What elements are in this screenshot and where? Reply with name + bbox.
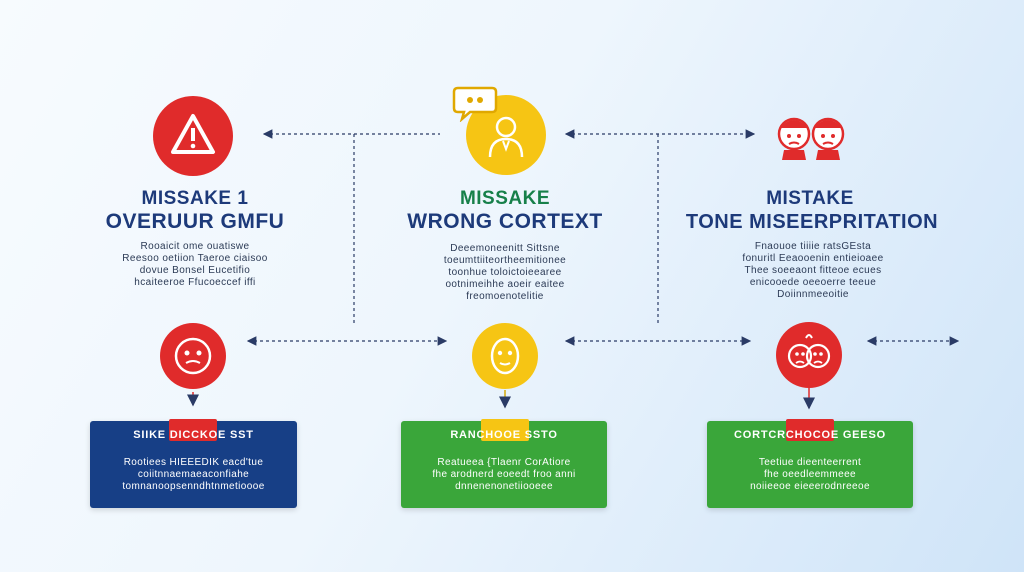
mistake-1-title-line1: MISSAKE 1 — [141, 188, 249, 209]
two-faces-icon — [777, 117, 845, 160]
sad-faces-icon — [787, 334, 831, 369]
box-line: tomnanoopsenndhtnmetioooe — [122, 481, 265, 492]
mistake-1-title-line2: OVERUUR GMFU — [105, 210, 285, 233]
face-icon-circle — [472, 323, 538, 389]
box-tab — [786, 419, 834, 441]
box-body: Reatueea {Tlaenr CorAtiore fhe arodnerd … — [409, 457, 599, 493]
desc-line: Thee soeeaont fitteoe ecues — [744, 265, 882, 276]
desc-line: Doiinnmeeoitie — [777, 289, 849, 300]
box-header: CORTCRCHOCOE GEESO — [734, 429, 886, 441]
box-line: fhe oeedleemmeee — [763, 469, 856, 480]
face-icon — [174, 337, 212, 375]
sad-faces-icon-circle — [776, 322, 842, 388]
mistake-2-description: Deeemoneenitt Sittsne toeumttiiteortheem… — [400, 243, 610, 303]
box-line: fhe arodnerd eoeedt froo anni — [432, 469, 576, 480]
mistake-1-description: Rooaicit ome ouatiswe Reesoo oetiion Tae… — [90, 241, 300, 289]
mistake-2-title-line2: WRONG CORTEXT — [407, 210, 603, 233]
box-line: coiitnnaemaeaconfiahe — [137, 469, 250, 480]
box-tab — [169, 419, 217, 441]
desc-line: freomoenotelitie — [466, 291, 544, 302]
desc-line: Rooaicit ome ouatiswe — [140, 241, 250, 252]
desc-line: dovue Bonsel Eucetifio — [139, 265, 251, 276]
box-line: Teetiue dieenteerrent — [758, 457, 862, 468]
desc-line: enicooede oeeoerre teeue — [749, 277, 877, 288]
desc-line: toonhue toloictoieearee — [448, 267, 562, 278]
mistake-3-solution-box: CORTCRCHOCOE GEESO Teetiue dieenteerrent… — [707, 419, 913, 508]
box-header: SIIKE DICCKOE SST — [133, 429, 254, 441]
box-line: Rootiees HIEEEDIK eacd'tue — [123, 457, 264, 468]
desc-line: Fnaouoe tiiiie ratsGEsta — [754, 241, 872, 252]
mistake-2-title-line1: MISSAKE — [459, 188, 551, 209]
box-body: Rootiees HIEEEDIK eacd'tue coiitnnaemaea… — [98, 457, 289, 493]
box-line: noiieeoe eieeerodnreeoe — [750, 481, 870, 492]
box-line: dnnenenonetiiooeee — [455, 481, 553, 492]
person-icon — [488, 116, 524, 158]
box-line: Reatueea {Tlaenr CorAtiore — [437, 457, 571, 468]
desc-line: toeumttiiteortheemitionee — [443, 255, 567, 266]
desc-line: Deeemoneenitt Sittsne — [450, 243, 560, 254]
desc-line: Reesoo oetiion Taeroe ciaisoo — [122, 253, 268, 264]
desc-line: ootnimeihhe aoeir eaitee — [445, 279, 565, 290]
warning-triangle-icon — [171, 114, 215, 154]
box-header: RANCHOOE SSTO — [450, 429, 558, 441]
speech-bubble-icon — [452, 86, 498, 122]
face-icon — [490, 337, 520, 375]
mistake-3-title-line2: TONE MISEERPRITATION — [685, 211, 939, 233]
mistake-3-title-line1: MISTAKE — [766, 188, 854, 209]
warning-icon-circle — [153, 96, 233, 176]
face-icon-circle — [160, 323, 226, 389]
mistake-1-solution-box: SIIKE DICCKOE SST Rootiees HIEEEDIK eacd… — [90, 419, 297, 508]
desc-line: fonuritl Eeaooenin entieioaee — [742, 253, 884, 264]
mistake-2-solution-box: RANCHOOE SSTO Reatueea {Tlaenr CorAtiore… — [401, 419, 607, 508]
desc-line: hcaiteeroe Ffucoeccef iffi — [134, 277, 256, 288]
box-body: Teetiue dieenteerrent fhe oeedleemmeee n… — [715, 457, 905, 493]
mistake-3-description: Fnaouoe tiiiie ratsGEsta fonuritl Eeaooe… — [708, 241, 918, 301]
box-tab — [481, 419, 529, 441]
